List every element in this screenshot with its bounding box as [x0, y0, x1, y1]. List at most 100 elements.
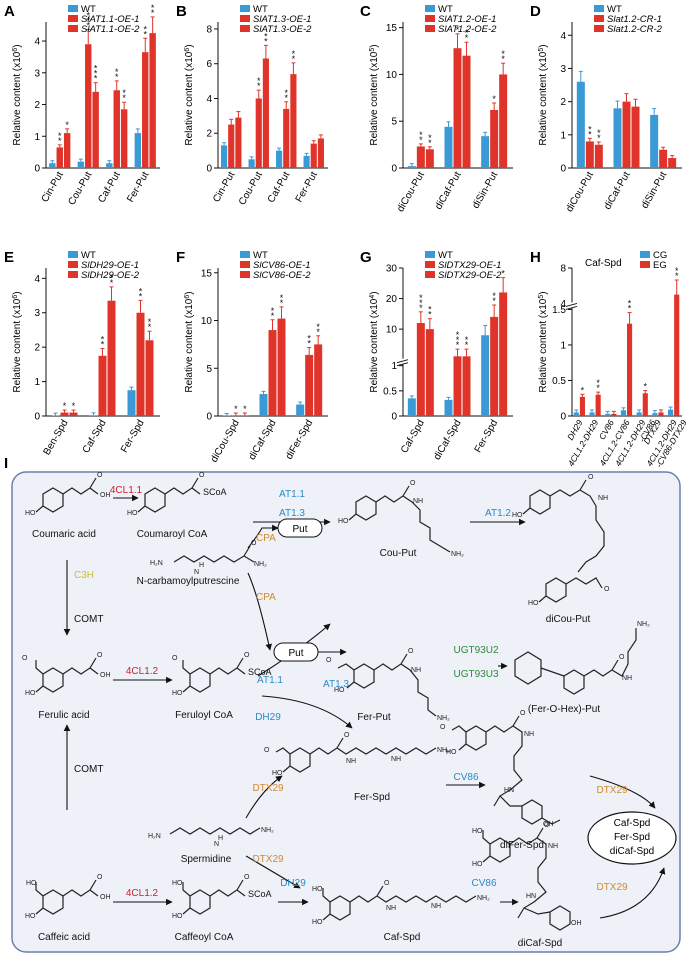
- svg-text:HO: HO: [172, 690, 183, 697]
- significance-mark: *: [86, 15, 90, 25]
- svg-text:OH: OH: [100, 492, 111, 499]
- svg-text:O: O: [326, 657, 332, 664]
- legend-label: SlAT1.2-OE-2: [438, 24, 497, 35]
- y-tick-label: 0: [560, 412, 566, 423]
- y-tick-label: 8: [206, 24, 212, 35]
- legend-label: SlCV86-OE-1: [253, 260, 311, 271]
- significance-mark: *: [139, 286, 143, 296]
- significance-mark: *: [428, 133, 432, 143]
- enzyme-cpa: CPA: [256, 533, 276, 544]
- svg-text:O: O: [520, 710, 526, 717]
- panel-letter: B: [176, 3, 187, 20]
- y-tick-label: 0: [391, 412, 397, 423]
- x-tick-label: diCaf-Put: [433, 170, 463, 212]
- bar: [444, 126, 453, 168]
- svg-text:HO: HO: [272, 770, 283, 777]
- svg-text:HO: HO: [338, 518, 349, 525]
- significance-mark: *: [292, 54, 296, 64]
- significance-mark: *: [628, 304, 632, 314]
- significance-mark: *: [63, 401, 67, 411]
- y-tick-label: 10: [201, 316, 213, 327]
- chemical-structures: [35, 477, 637, 931]
- legend-swatch: [425, 25, 435, 32]
- svg-text:O: O: [408, 648, 414, 655]
- panel-letter-i: I: [4, 455, 8, 472]
- svg-text:NH: NH: [524, 731, 534, 738]
- bar: [481, 136, 490, 168]
- svg-text:HO: HO: [472, 861, 483, 868]
- enzyme-c3h: C3H: [74, 570, 94, 581]
- svg-text:O: O: [604, 586, 610, 593]
- significance-mark: *: [501, 54, 505, 64]
- bar: [611, 413, 617, 416]
- bar: [444, 399, 453, 416]
- x-tick-label: Caf-Spd: [81, 418, 109, 455]
- significance-mark: *: [143, 29, 147, 39]
- x-tick-label: Fer-Put: [294, 170, 320, 205]
- enzyme-labels: 4CL1.1 AT1.1 AT1.3 AT1.2 C3H CPA CPA COM…: [74, 485, 628, 899]
- svg-text:HO: HO: [25, 510, 36, 517]
- significance-mark: *: [148, 317, 152, 327]
- legend-swatch: [425, 271, 435, 278]
- bar: [49, 163, 56, 168]
- legend-swatch: [240, 251, 250, 258]
- significance-mark: *: [280, 293, 284, 303]
- scoa-label: SCoA: [203, 487, 227, 497]
- y-tick-label: 0: [34, 412, 40, 423]
- significance-mark: *: [419, 298, 423, 308]
- significance-mark: *: [65, 120, 69, 130]
- y-axis-label: Relative content (x104): [369, 291, 381, 392]
- legend-label: SlAT1.3-OE-2: [253, 24, 312, 35]
- significance-mark: *: [307, 334, 311, 344]
- bar: [416, 323, 425, 416]
- bar: [499, 74, 508, 168]
- svg-text:HN: HN: [526, 893, 536, 900]
- significance-mark: *: [122, 88, 126, 98]
- significance-mark: *: [644, 382, 648, 392]
- y-tick-label: 1: [34, 132, 40, 143]
- compound-coumaric-acid: Coumaric acid: [32, 529, 96, 540]
- legend-swatch: [240, 271, 250, 278]
- legend-swatch: [68, 261, 78, 268]
- legend-swatch: [68, 15, 78, 22]
- bar: [589, 412, 595, 416]
- svg-text:HO: HO: [25, 913, 36, 920]
- significance-mark: *: [581, 385, 585, 395]
- svg-text:O: O: [410, 480, 416, 487]
- svg-text:HO: HO: [472, 828, 483, 835]
- legend-swatch: [240, 261, 250, 268]
- final-product: Caf-Spd: [614, 818, 651, 829]
- final-product: diCaf-Spd: [610, 846, 654, 857]
- y-tick-label: 0: [206, 412, 212, 423]
- bar: [481, 335, 490, 416]
- x-tick-label: Cin-Put: [211, 170, 237, 205]
- significance-mark: *: [588, 124, 592, 134]
- bar: [462, 356, 471, 416]
- significance-mark: *: [465, 340, 469, 350]
- compound-fer-spd: Fer-Spd: [354, 792, 390, 803]
- enzyme-at1-3: AT1.3: [279, 508, 305, 519]
- bar: [240, 415, 249, 416]
- enzyme-dtx29: DTX29: [596, 785, 628, 796]
- y-tick-label: 2: [206, 129, 212, 140]
- significance-mark: *: [86, 20, 90, 30]
- significance-mark: *: [292, 49, 296, 59]
- bar: [290, 74, 297, 168]
- significance-mark: *: [675, 271, 679, 281]
- svg-text:HO: HO: [528, 600, 539, 607]
- axis-break: [396, 359, 409, 364]
- significance-mark: *: [94, 74, 98, 84]
- legend-label: WT: [81, 250, 96, 261]
- svg-text:O: O: [97, 472, 103, 479]
- y-tick-label: 0: [34, 164, 40, 175]
- bar: [142, 52, 149, 168]
- svg-text:NH: NH: [431, 903, 441, 910]
- y-axis-label: Relative content (x106): [12, 44, 24, 145]
- y-tick-label: 10: [386, 325, 398, 336]
